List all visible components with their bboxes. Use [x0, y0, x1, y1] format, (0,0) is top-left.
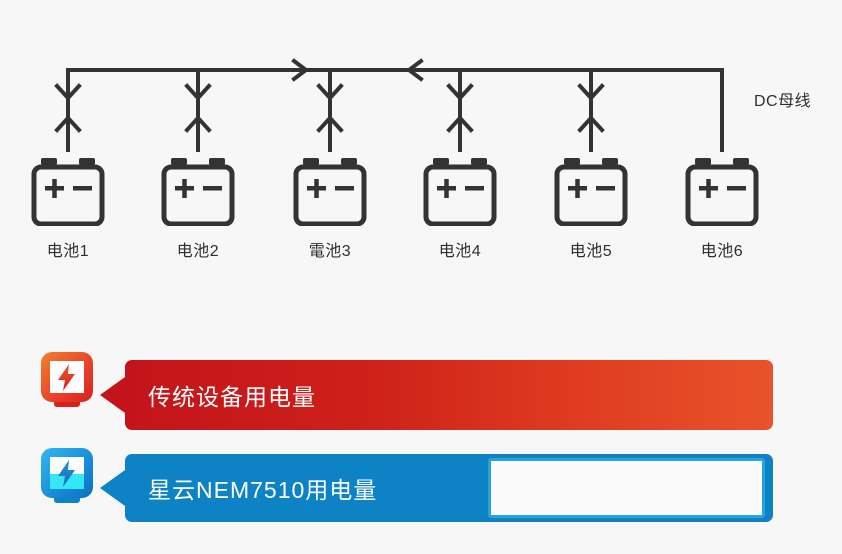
nem7510-usage-bar: 星云NEM7510用电量	[100, 454, 773, 522]
dc-bus-circuit-diagram: 电池1 电池2 電池3 电池4 电池5 电池6 DC母线	[31, 58, 812, 260]
power-meter-red-icon	[38, 350, 96, 412]
branch-arrow-up	[54, 115, 82, 133]
battery-label-4: 电池4	[438, 243, 482, 260]
branch-arrow-up	[577, 115, 605, 133]
battery-icon	[161, 158, 235, 227]
branch-arrow-down	[184, 83, 212, 101]
branch-arrow-up	[316, 115, 344, 133]
legacy-bar-notch	[100, 377, 125, 413]
battery-icon	[31, 158, 105, 227]
power-meter-blue-icon	[38, 446, 96, 508]
branch-arrow-down	[316, 83, 344, 101]
battery-label-5: 电池5	[569, 243, 613, 260]
branch-arrow-up	[184, 115, 212, 133]
legacy-bar-label: 传统设备用电量	[148, 384, 316, 410]
legacy-usage-bar: 传统设备用电量	[100, 360, 773, 430]
battery-label-3: 電池3	[308, 243, 352, 260]
dc-bus-label: DC母线	[754, 93, 812, 110]
nem7510-savings-region	[488, 458, 765, 518]
energy-comparison-chart: 传统设备用电量	[0, 330, 842, 554]
branch-arrow-down	[577, 83, 605, 101]
battery-label-2: 电池2	[176, 243, 220, 260]
battery-icon	[293, 158, 367, 227]
nem7510-bar-label: 星云NEM7510用电量	[148, 477, 378, 503]
nem7510-bar-notch	[100, 470, 125, 506]
branch-arrow-down	[446, 83, 474, 101]
battery-icon	[685, 158, 759, 227]
battery-label-1: 电池1	[46, 243, 90, 260]
bus-flow-arrow-left	[405, 58, 424, 82]
circuit-svg	[54, 58, 724, 152]
comparison-row-nem7510: 星云NEM7510用电量	[0, 438, 842, 530]
branch-arrow-up	[446, 115, 474, 133]
battery-icon	[423, 158, 497, 227]
battery-icon	[554, 158, 628, 227]
branch-arrow-down	[54, 83, 82, 101]
bus-flow-arrow-right	[291, 58, 310, 82]
comparison-row-legacy: 传统设备用电量	[0, 342, 842, 434]
battery-label-6: 电池6	[700, 243, 744, 260]
